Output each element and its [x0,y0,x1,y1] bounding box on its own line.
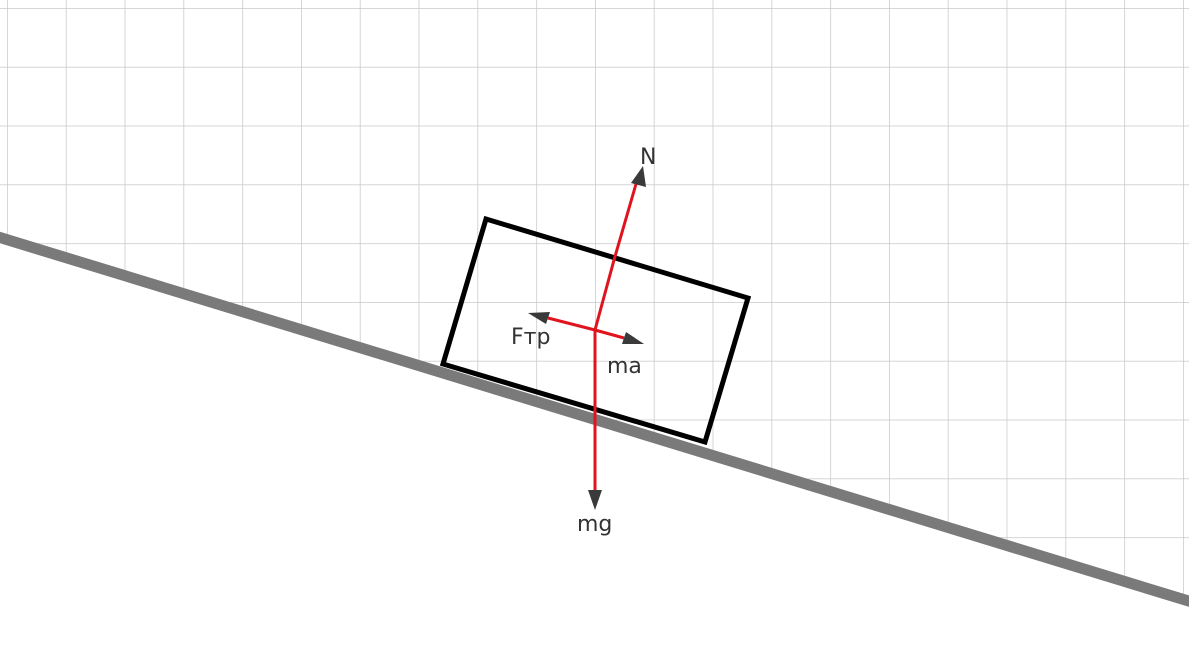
normal-force-label: N [640,145,656,170]
net-force-arrowhead [622,332,644,344]
normal-force-vector [593,166,646,331]
friction-force-vector [528,312,596,332]
gravity-force-arrowhead [588,490,602,510]
friction-force-label: Fтр [511,325,550,350]
net-force-vector [594,328,644,344]
gravity-force-vector [588,330,602,510]
net-force-label: ma [607,354,642,379]
normal-force-arrowhead [631,166,646,187]
friction-force-arrowhead [528,312,550,324]
gravity-force-label: mg [577,512,612,537]
block [439,215,752,446]
